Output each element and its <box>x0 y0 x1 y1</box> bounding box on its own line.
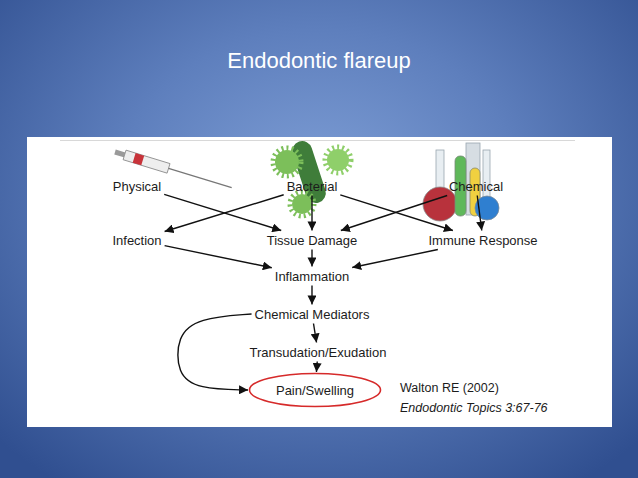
effect-label: Infection <box>109 231 164 250</box>
syringe-needle <box>169 168 232 187</box>
flow-arrow <box>352 250 438 268</box>
flow-arrow <box>178 314 252 390</box>
bacterium-rod <box>290 138 329 205</box>
slide-title: Endodontic flareup <box>0 47 638 75</box>
node-text: Pain/Swelling <box>276 383 354 398</box>
node-text: Bacterial <box>287 179 338 194</box>
node-text: Transudation/Exudation <box>250 345 387 360</box>
cause-label: Bacterial <box>284 177 341 196</box>
node-text: Tissue Damage <box>267 233 358 248</box>
bacterium-spikes <box>290 192 314 216</box>
syringe-barrel <box>123 150 170 173</box>
node-text: Physical <box>113 179 161 194</box>
flow-arrow <box>341 196 447 231</box>
bacterium-spikes <box>273 148 301 176</box>
blue-flask <box>475 196 499 220</box>
node-text: Chemical Mediators <box>255 307 370 322</box>
syringe-stripe <box>133 153 145 165</box>
bacteria-illustration <box>273 138 351 216</box>
node-text: Infection <box>112 233 161 248</box>
process-label: Transudation/Exudation <box>247 343 390 362</box>
effect-label: Immune Response <box>425 231 540 250</box>
flask-neck <box>436 150 444 190</box>
flow-arrow <box>165 195 284 232</box>
cause-label: Chemical <box>446 177 506 196</box>
panel-rule <box>60 140 575 141</box>
syringe-plunger <box>114 150 125 158</box>
process-label: Chemical Mediators <box>252 305 373 324</box>
node-text: Immune Response <box>428 233 537 248</box>
bacterium-spikes <box>325 147 351 173</box>
node-text: Chemical <box>449 179 503 194</box>
flow-arrow <box>311 286 312 305</box>
flow-arrow <box>316 362 318 373</box>
white-panel <box>27 137 612 427</box>
flow-arrow <box>340 195 453 231</box>
flow-arrow <box>165 246 272 268</box>
ellipse-outline <box>250 374 381 407</box>
node-text: Inflammation <box>275 269 349 284</box>
flow-arrow <box>477 196 482 231</box>
flow-arrow <box>311 196 312 231</box>
effect-label: Tissue Damage <box>264 231 361 250</box>
flow-arrow <box>164 194 281 230</box>
citation-text: Endodontic Topics 3:67-76 <box>400 401 548 416</box>
cause-label: Physical <box>110 177 164 196</box>
citation-text: Walton RE (2002) <box>400 381 499 396</box>
flow-arrow <box>311 250 312 267</box>
flow-arrow <box>314 324 317 343</box>
process-label: Inflammation <box>272 267 352 286</box>
outcome-ellipse: Pain/Swelling <box>248 372 382 408</box>
